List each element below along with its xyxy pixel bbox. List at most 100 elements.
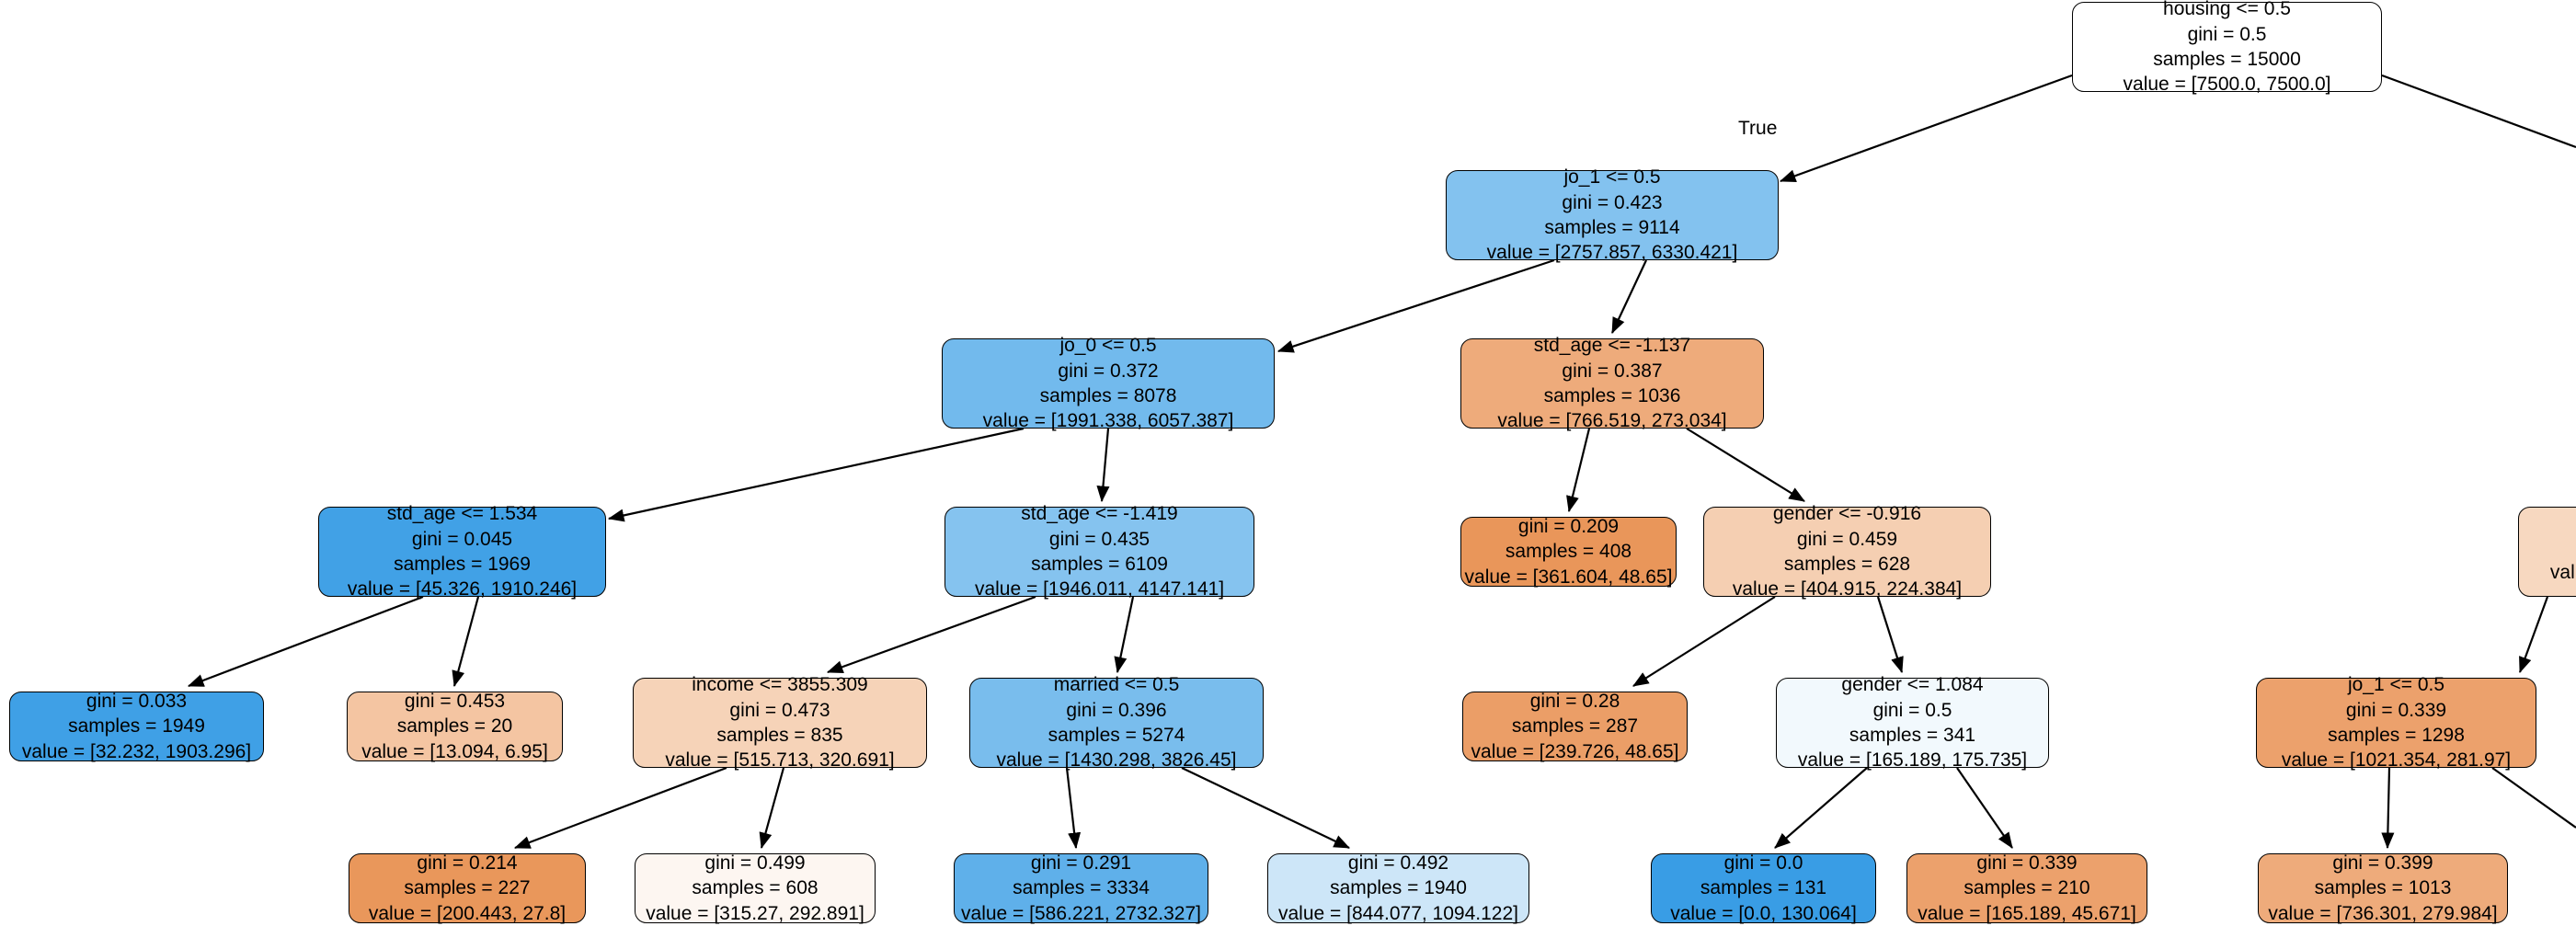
tree-edge bbox=[1114, 596, 1135, 674]
node-gini-text: gini = 0.435 bbox=[1048, 528, 1151, 550]
node-gini-text: gini = 0.492 bbox=[1347, 852, 1449, 875]
node-condition-text: gender <= -0.916 bbox=[1772, 503, 1922, 525]
node-value-text: value = [1991.338, 6057.387] bbox=[982, 410, 1234, 432]
node-samples-text: samples = 835 bbox=[716, 725, 843, 746]
tree-edge bbox=[1779, 74, 2073, 183]
node-samples-text: samples = 1036 bbox=[1543, 385, 1681, 406]
tree-node-n3[interactable]: std_age <= -1.137 gini = 0.387 samples = 1… bbox=[1460, 335, 1764, 431]
node-samples-text: samples = 1013 bbox=[2314, 877, 2452, 899]
tree-edge bbox=[1611, 259, 1647, 334]
tree-edge bbox=[1686, 428, 1805, 502]
tree-edge bbox=[452, 596, 480, 688]
node-value-text: value = [515.713, 320.691] bbox=[665, 749, 895, 772]
node-condition-text: income <= 3855.309 bbox=[692, 674, 868, 696]
node-samples-text: samples = 8078 bbox=[1039, 385, 1177, 406]
node-samples-text: samples = 341 bbox=[1849, 725, 1976, 746]
node-gini-text: gini = 0.033 bbox=[86, 691, 188, 713]
node-value-text: value = [315.27, 292.891] bbox=[646, 902, 864, 924]
node-gini-text: gini = 0.473 bbox=[729, 699, 830, 721]
node-gini-text: gini = 0.5 bbox=[1872, 699, 1952, 721]
node-samples-text: samples = 408 bbox=[1505, 541, 1632, 563]
node-value-text: value = [7500.0, 7500.0] bbox=[2123, 74, 2331, 96]
node-gini-text: gini = 0.291 bbox=[1030, 852, 1132, 875]
node-samples-text: samples = 608 bbox=[692, 877, 819, 899]
node-gini-text: gini = 0.209 bbox=[1517, 516, 1620, 538]
node-gini-text: gini = 0.453 bbox=[404, 691, 506, 713]
node-condition-text: housing <= 0.5 bbox=[2163, 0, 2291, 20]
node-condition-text: std_age <= -1.137 bbox=[1533, 335, 1691, 357]
node-value-text: value = [165.189, 175.735] bbox=[1797, 749, 2028, 772]
node-samples-text: samples = 1298 bbox=[2328, 725, 2465, 746]
edge-label-true: True bbox=[1738, 118, 1778, 139]
node-condition-text: jo_1 <= 0.5 bbox=[1563, 166, 1661, 189]
node-value-text: value = [32.232, 1903.296] bbox=[21, 740, 252, 762]
node-gini-text: gini = 0.499 bbox=[704, 852, 806, 875]
tree-node-n10[interactable]: income <= 3855.309 gini = 0.473 samples = … bbox=[633, 674, 927, 771]
node-value-text: value = [2757.857, 6330.421] bbox=[1486, 242, 1738, 264]
node-samples-text: samples = 6109 bbox=[1031, 554, 1168, 575]
node-value-text: value = [1946.011, 4147.141] bbox=[974, 578, 1225, 600]
node-samples-text: samples = 227 bbox=[404, 877, 531, 899]
tree-node-n6[interactable]: gini = 0.209 samples = 408 value = [361.60… bbox=[1460, 516, 1677, 588]
tree-node-n4[interactable]: std_age <= 1.534 gini = 0.045 samples = 19… bbox=[318, 503, 606, 600]
node-value-text: value = [361.604, 48.65] bbox=[1464, 566, 1673, 588]
node-gini-text: gini = 0.339 bbox=[2345, 699, 2447, 721]
node-samples-text: samples = 15000 bbox=[2153, 49, 2301, 70]
node-condition-text: jo_1 <= 0.5 bbox=[2347, 674, 2445, 696]
node-condition-text: std_age <= 1.534 bbox=[386, 503, 538, 525]
tree-edge bbox=[1096, 428, 1110, 503]
node-samples-text: samples = 1969 bbox=[394, 554, 531, 575]
node-value-text: value = [239.726, 48.65] bbox=[1471, 740, 1679, 762]
node-samples-text: samples = 20 bbox=[396, 715, 513, 737]
node-value-text: value = [45.326, 1910.246] bbox=[347, 578, 578, 600]
node-condition-text: married <= 0.5 bbox=[1053, 674, 1180, 696]
node-gini-text: gini = 0.399 bbox=[2332, 852, 2433, 875]
tree-edge bbox=[759, 767, 785, 850]
node-value-text: value = [1021.354, 281.97] bbox=[2281, 749, 2512, 772]
node-value-text: value = [200.443, 27.8] bbox=[368, 902, 567, 924]
tree-edge bbox=[2518, 596, 2549, 674]
node-samples-text: samples = 3334 bbox=[1013, 877, 1150, 899]
tree-node-n14[interactable]: jo_1 <= 0.5 gini = 0.339 samples = 1298 val… bbox=[2256, 674, 2536, 771]
node-gini-text: gini = 0.423 bbox=[1562, 191, 1663, 213]
tree-edge bbox=[1956, 767, 2013, 849]
node-samples-text: samples = 1949 bbox=[68, 715, 205, 737]
tree-edge bbox=[1181, 767, 1350, 849]
tree-node-n22[interactable]: value bbox=[2518, 507, 2576, 597]
node-value-text: value = [404.915, 224.384] bbox=[1732, 578, 1963, 600]
node-gini-text: gini = 0.045 bbox=[411, 528, 513, 550]
node-value-text: value = [165.189, 45.671] bbox=[1918, 902, 2136, 924]
tree-edge bbox=[2381, 74, 2576, 149]
node-value-text: value = [0.0, 130.064] bbox=[1670, 902, 1857, 924]
node-gini-text: gini = 0.372 bbox=[1058, 360, 1159, 382]
node-value-text: value = [736.301, 279.984] bbox=[2268, 902, 2498, 924]
tree-edge bbox=[513, 766, 727, 850]
node-gini-text: gini = 0.387 bbox=[1562, 360, 1663, 382]
node-gini-text: gini = 0.28 bbox=[1529, 691, 1620, 713]
node-samples-text: samples = 628 bbox=[1783, 554, 1911, 575]
node-gini-text: gini = 0.339 bbox=[1976, 852, 2078, 875]
tree-edge bbox=[1774, 767, 1868, 849]
tree-edge bbox=[1065, 767, 1082, 850]
node-samples-text: samples = 9114 bbox=[1544, 217, 1680, 238]
node-samples-text: samples = 1940 bbox=[1330, 877, 1467, 899]
